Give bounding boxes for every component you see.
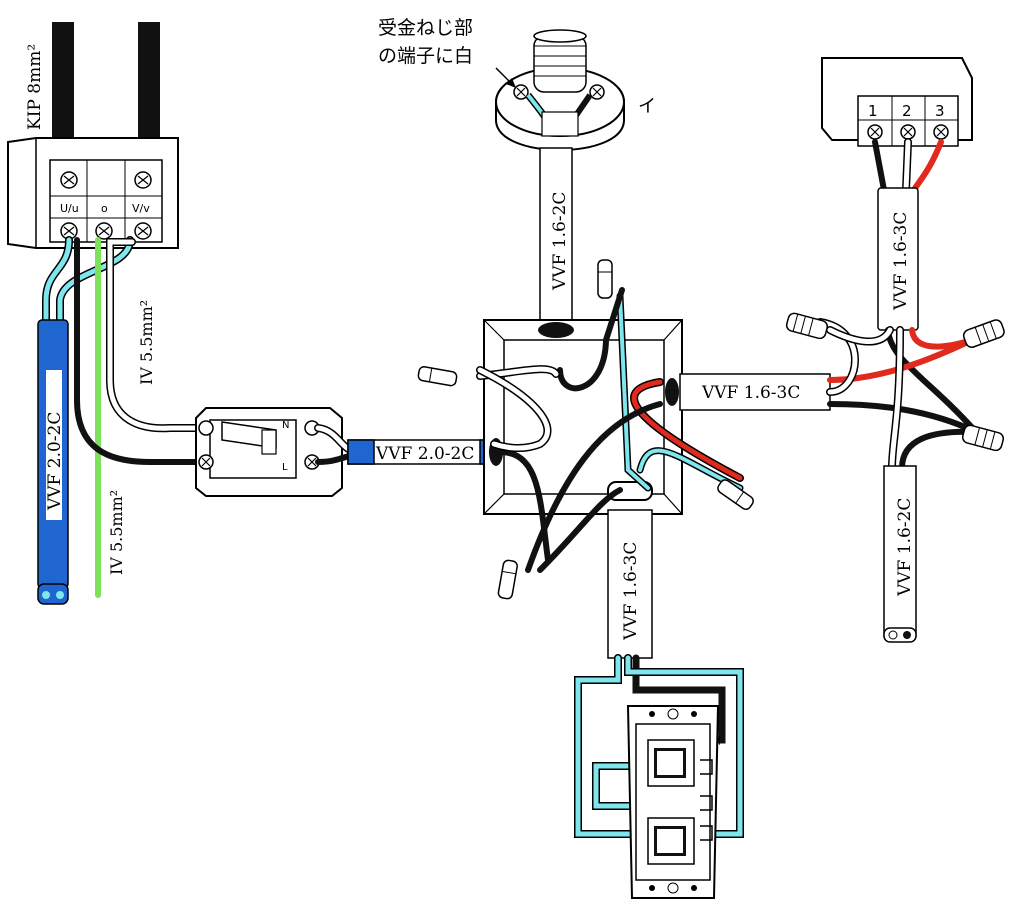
transformer-terminal-box — [7, 137, 179, 249]
lamp-note-line2: の端子に白 — [378, 45, 473, 67]
switch-wires — [574, 654, 744, 838]
terminal-block — [821, 57, 973, 147]
terminal-o-label: o — [101, 202, 108, 215]
switch-mark: ㅓ — [714, 735, 723, 747]
terminal-1-label: 1 — [868, 102, 878, 120]
breaker-l-mark: L — [282, 462, 288, 473]
junction-wires — [476, 287, 744, 573]
left-branch-wires — [42, 236, 219, 598]
left-vvf-cable — [37, 319, 69, 605]
terminal-vvf-label: VVF 1.6-3C — [891, 212, 911, 311]
lamp-receptacle — [495, 29, 625, 151]
lamp-mark: イ — [638, 96, 656, 117]
right-wire-bundle — [816, 318, 979, 472]
kip-cable-label: KIP 8mm² — [25, 44, 45, 130]
lamp-note-line1: 受金ねじ部 — [378, 17, 473, 39]
terminal-3-label: 3 — [935, 102, 945, 120]
kip-supply-cables — [52, 22, 160, 162]
lamp-note-arrow — [495, 67, 516, 88]
switch-vvf-label: VVF 1.6-3C — [621, 542, 641, 641]
breaker-n-mark: N — [282, 420, 289, 431]
switch-vvf-cable — [607, 509, 653, 659]
ground-iv-label: IV 5.5mm² — [107, 490, 126, 575]
breaker — [195, 407, 343, 497]
terminal-u-label: U/u — [60, 202, 79, 215]
switch-plate — [626, 705, 720, 899]
crimp-sleeves — [417, 259, 754, 600]
right-vvf-cable — [679, 373, 831, 411]
outlet-vvf-cable — [883, 465, 917, 643]
terminal-v-label: V/v — [132, 202, 150, 215]
left-vvf-label: VVF 2.0-2C — [45, 412, 65, 511]
outlet-vvf-label: VVF 1.6-2C — [895, 498, 915, 597]
breaker-vvf-label: VVF 2.0-2C — [375, 444, 474, 464]
right-vvf-label: VVF 1.6-3C — [701, 383, 800, 403]
lamp-vvf-cable — [539, 147, 573, 335]
terminal-2-label: 2 — [902, 102, 912, 120]
junction-box — [483, 319, 683, 515]
right-crimp-sleeves — [785, 312, 1005, 452]
lamp-vvf-label: VVF 1.6-2C — [550, 192, 570, 291]
terminal-wires — [872, 138, 944, 194]
neutral-iv-label: IV 5.5mm² — [137, 300, 156, 385]
